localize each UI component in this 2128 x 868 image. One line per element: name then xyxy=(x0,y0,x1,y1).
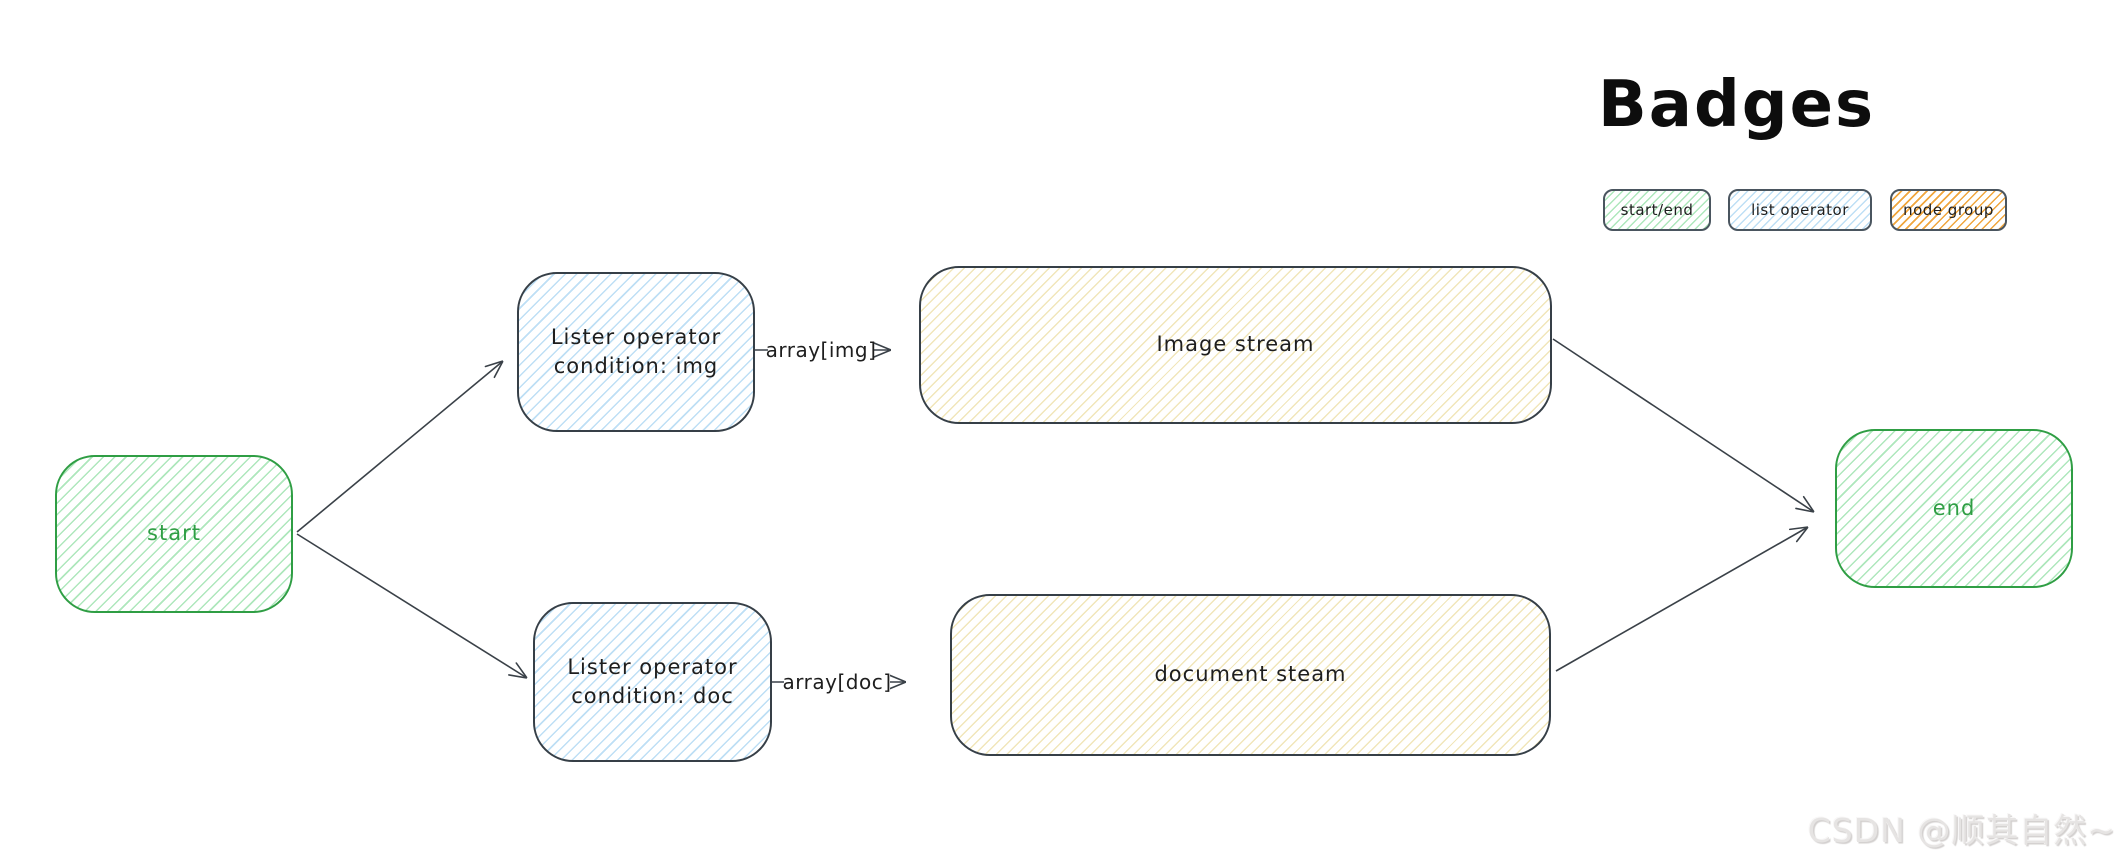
node-lister-img-line2: condition: img xyxy=(553,354,719,378)
node-document-steam-label: document steam xyxy=(1154,662,1347,687)
legend-title: Badges xyxy=(1598,68,1876,142)
arrow-start-to-lister-doc xyxy=(296,533,527,678)
node-lister-img-line1: Lister operator xyxy=(550,324,722,349)
legend-badge-start-end: start/end xyxy=(1603,189,1711,231)
arrow-image-stream-to-end xyxy=(1552,338,1814,512)
node-start: start xyxy=(55,455,293,613)
legend-badge-node-group: node group xyxy=(1890,189,2007,231)
arrow-document-steam-to-end xyxy=(1555,527,1808,672)
edge-label-array-img: array[img] xyxy=(766,333,876,367)
node-end-label: end xyxy=(1932,495,1976,520)
edge-label-array-doc: array[doc] xyxy=(783,665,891,699)
legend-badge-list-operator: list operator xyxy=(1728,189,1872,231)
arrow-start-to-lister-img xyxy=(296,361,503,533)
node-end: end xyxy=(1835,429,2073,588)
node-lister-operator-img: Lister operator condition: img xyxy=(517,272,755,432)
node-image-stream: Image stream xyxy=(919,266,1552,424)
csdn-watermark: CSDN @顺其自然~ xyxy=(1807,811,2116,850)
node-lister-doc-line1: Lister operator xyxy=(567,654,738,679)
node-start-label: start xyxy=(147,521,201,546)
node-image-stream-label: Image stream xyxy=(1156,332,1315,357)
node-document-steam: document steam xyxy=(950,594,1551,756)
node-lister-doc-line2: condition: doc xyxy=(571,684,734,708)
node-lister-operator-doc: Lister operator condition: doc xyxy=(533,602,772,762)
